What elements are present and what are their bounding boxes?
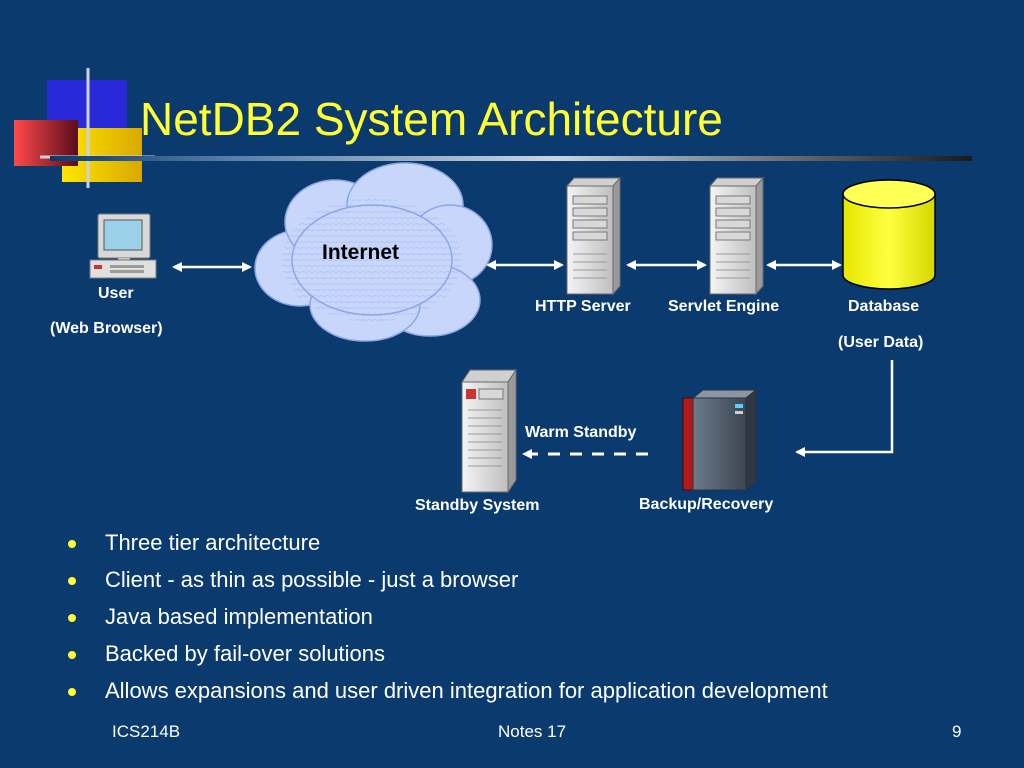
tower-server-icon	[708, 176, 765, 296]
bullet-text: Client - as thin as possible - just a br…	[105, 567, 519, 592]
warm-standby-label: Warm Standby	[525, 424, 637, 441]
standby-system-label: Standby System	[415, 497, 540, 514]
bullet-text: Java based implementation	[105, 604, 373, 629]
servlet-engine-label: Servlet Engine	[668, 298, 780, 315]
cloud-icon	[254, 162, 493, 342]
user-sublabel: (Web Browser)	[50, 320, 163, 337]
bullet-dot-icon	[68, 577, 76, 585]
mainframe-icon	[682, 388, 758, 492]
bullet-item: Java based implementation	[0, 602, 1024, 639]
database-cylinder-icon	[842, 179, 936, 290]
backup-recovery-label: Backup/Recovery	[639, 496, 774, 513]
bullet-dot-icon	[68, 688, 76, 696]
architecture-diagram	[89, 162, 936, 494]
bullet-item: Client - as thin as possible - just a br…	[0, 565, 1024, 602]
bullet-dot-icon	[68, 614, 76, 622]
tower-server-icon	[461, 368, 517, 494]
bullet-text: Allows expansions and user driven integr…	[105, 678, 828, 703]
tower-server-icon	[565, 176, 622, 296]
database-sublabel: (User Data)	[838, 334, 924, 351]
page-number: 9	[952, 722, 962, 741]
bullet-dot-icon	[68, 651, 76, 659]
bullet-dot-icon	[68, 540, 76, 548]
footer-notes: Notes 17	[498, 722, 567, 741]
desktop-computer-icon	[89, 213, 157, 279]
bullet-item: Backed by fail-over solutions	[0, 639, 1024, 676]
database-label: Database	[848, 298, 920, 315]
bullet-text: Three tier architecture	[105, 530, 321, 555]
bullet-list: Three tier architecture Client - as thin…	[0, 528, 1024, 713]
footer-course: ICS214B	[112, 722, 181, 741]
user-label: User	[98, 285, 134, 302]
bullet-item: Allows expansions and user driven integr…	[0, 676, 1024, 713]
http-server-label: HTTP Server	[535, 298, 631, 315]
connector-database-backup	[795, 360, 894, 457]
internet-label: Internet	[322, 241, 400, 264]
slide-title: NetDB2 System Architecture	[140, 93, 723, 145]
title-underline	[50, 156, 972, 161]
bullet-text: Backed by fail-over solutions	[105, 641, 386, 666]
bullet-item: Three tier architecture	[0, 528, 1024, 565]
